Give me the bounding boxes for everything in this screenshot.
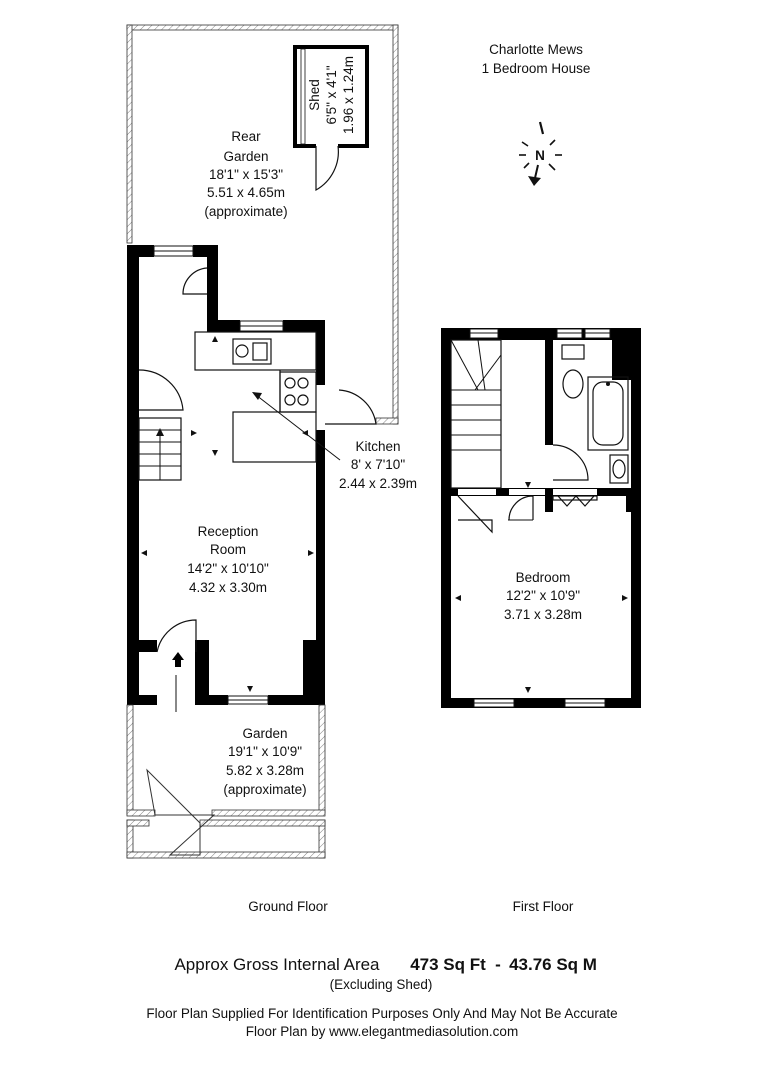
svg-text:(approximate): (approximate) bbox=[223, 782, 306, 797]
rear-garden-label: Rear Garden 18'1" x 15'3" 5.51 x 4.65m (… bbox=[204, 129, 287, 219]
kitchen-label: Kitchen 8' x 7'10" 2.44 x 2.39m bbox=[339, 439, 417, 491]
svg-text:19'1" x 10'9": 19'1" x 10'9" bbox=[228, 744, 302, 759]
area-label: Approx Gross Internal Area bbox=[174, 955, 380, 974]
svg-text:Garden: Garden bbox=[223, 149, 268, 164]
shed bbox=[293, 45, 369, 192]
svg-text:12'2" x 10'9": 12'2" x 10'9" bbox=[506, 588, 580, 603]
svg-text:Reception: Reception bbox=[198, 524, 259, 539]
kitchen-side-door bbox=[318, 385, 377, 430]
svg-text:14'2" x 10'10": 14'2" x 10'10" bbox=[187, 561, 269, 576]
property-type: 1 Bedroom House bbox=[482, 61, 591, 76]
shed-metric: 1.96 x 1.24m bbox=[341, 56, 356, 134]
front-door bbox=[156, 619, 197, 712]
svg-text:8' x 7'10": 8' x 7'10" bbox=[351, 457, 405, 472]
dimension-arrows bbox=[141, 336, 314, 692]
ground-stairs bbox=[138, 369, 184, 481]
disclaimer-line2: Floor Plan by www.elegantmediasolution.c… bbox=[246, 1024, 518, 1039]
kitchen-pointer bbox=[255, 394, 341, 461]
garden-label: Garden 19'1" x 10'9" 5.82 x 3.28m (appro… bbox=[223, 726, 306, 797]
shed-imperial: 6'5" x 4'1" bbox=[324, 65, 339, 124]
back-door-swing bbox=[182, 267, 208, 295]
area-separator: - bbox=[495, 955, 501, 974]
shed-label: Shed 6'5" x 4'1" 1.96 x 1.24m bbox=[307, 56, 356, 134]
compass-icon: N bbox=[519, 121, 562, 186]
first-floor-label: First Floor bbox=[513, 899, 574, 914]
shed-name: Shed bbox=[307, 79, 322, 111]
svg-text:18'1" x 15'3": 18'1" x 15'3" bbox=[209, 167, 283, 182]
svg-text:Room: Room bbox=[210, 542, 246, 557]
area-note: (Excluding Shed) bbox=[330, 977, 433, 992]
rear-garden-boundary bbox=[126, 24, 399, 425]
disclaimer-line1: Floor Plan Supplied For Identification P… bbox=[146, 1006, 617, 1021]
svg-text:Kitchen: Kitchen bbox=[355, 439, 400, 454]
area-summary: Approx Gross Internal Area 473 Sq Ft - 4… bbox=[174, 955, 596, 992]
reception-label: Reception Room 14'2" x 10'10" 4.32 x 3.3… bbox=[187, 524, 269, 595]
svg-text:Garden: Garden bbox=[242, 726, 287, 741]
area-sqm: 43.76 Sq M bbox=[509, 955, 597, 974]
ground-floor-label: Ground Floor bbox=[248, 899, 328, 914]
front-garden-boundary bbox=[126, 704, 326, 859]
svg-text:3.71 x 3.28m: 3.71 x 3.28m bbox=[504, 607, 582, 622]
svg-text:4.32 x 3.30m: 4.32 x 3.30m bbox=[189, 580, 267, 595]
bedroom-label: Bedroom 12'2" x 10'9" 3.71 x 3.28m bbox=[504, 570, 582, 622]
svg-text:Bedroom: Bedroom bbox=[516, 570, 571, 585]
svg-text:5.82 x 3.28m: 5.82 x 3.28m bbox=[226, 763, 304, 778]
svg-text:(approximate): (approximate) bbox=[204, 204, 287, 219]
ground-floor-walls bbox=[127, 245, 325, 705]
svg-text:2.44 x 2.39m: 2.44 x 2.39m bbox=[339, 476, 417, 491]
kitchen-units bbox=[194, 331, 317, 463]
svg-text:5.51 x 4.65m: 5.51 x 4.65m bbox=[207, 185, 285, 200]
compass-letter: N bbox=[535, 148, 545, 163]
first-floor-walls bbox=[441, 328, 641, 708]
first-floor-fixtures bbox=[450, 339, 629, 693]
svg-text:Rear: Rear bbox=[231, 129, 261, 144]
area-sqft: 473 Sq Ft bbox=[410, 955, 486, 974]
property-name: Charlotte Mews bbox=[489, 42, 583, 57]
